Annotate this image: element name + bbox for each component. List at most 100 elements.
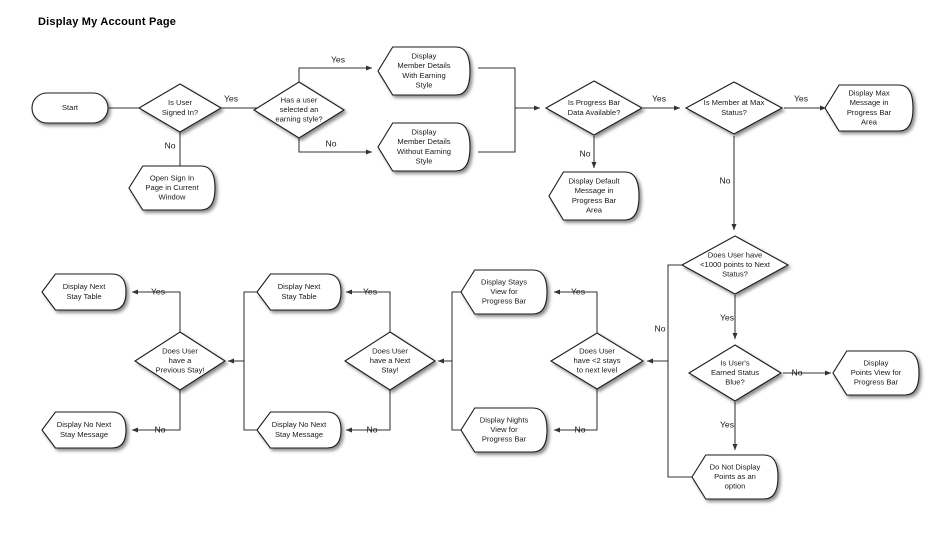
node-shape-diamond[interactable] [343,331,437,391]
node-label: selected an [280,105,319,114]
node-shape-diamond[interactable] [252,81,346,139]
node-label: Progress Bar [482,297,527,306]
node-shape-display[interactable] [41,411,127,449]
edge-path [243,291,261,361]
edge-label: Yes [224,93,238,103]
node-start[interactable]: Start [31,92,109,124]
node-shape-diamond[interactable] [133,331,227,391]
edge-label: Yes [331,54,345,64]
node-label: Signed In? [162,108,198,117]
node-label: Stay Table [281,292,316,301]
node-label: Display Next [278,282,322,291]
node-label: Start [62,103,79,112]
node-shape-diamond[interactable] [687,344,783,402]
edge-e-points-yes: Yes [720,295,738,340]
edge-path [243,361,261,431]
node-label: Area [861,117,878,126]
node-label: Points View for [851,368,902,377]
edge-path [345,289,391,333]
node-shape-diamond[interactable] [137,83,223,133]
node-label: Does User [162,346,198,355]
edge-label: No [792,367,803,377]
edge-e-prevstay-no: No [131,390,181,434]
edge-label: Yes [151,286,165,296]
edge-e-progress-yes: Yes [643,93,681,111]
node-label: have a [169,356,193,365]
node-label: Stay Message [275,430,323,439]
node-points-to-next[interactable]: Does User have<1000 points to NextStatus… [680,235,790,295]
node-shape-display[interactable] [460,407,548,453]
node-label: With Earning [402,71,445,80]
node-shape-display[interactable] [41,273,127,311]
node-label: to next level [577,366,618,375]
node-shape-diamond[interactable] [544,80,644,136]
node-shape-display[interactable] [460,269,548,315]
node-shape-diamond[interactable] [549,332,645,390]
edge-label: No [326,138,337,148]
edge-path [131,289,181,333]
edge-e-max-yes: Yes [784,93,827,111]
node-shape-display[interactable] [256,411,342,449]
node-label: Area [586,205,603,214]
node-label: have <2 stays [573,356,620,365]
node-shape-display[interactable] [377,46,471,96]
node-shape-display[interactable] [377,122,471,172]
node-label: Without Earning [397,147,451,156]
node-label: Member Details [397,137,450,146]
node-shape-diamond[interactable] [680,235,790,295]
node-label: View for [490,425,518,434]
node-label: Style [416,80,433,89]
edge-label: Yes [571,286,585,296]
node-shape-display[interactable] [691,454,779,500]
node-shape-display[interactable] [128,165,216,211]
node-label: Stay! [381,366,398,375]
node-label: Progress Bar [482,435,527,444]
node-shape-display[interactable] [548,171,640,221]
node-shape-diamond[interactable] [684,81,784,135]
node-shape-display[interactable] [824,84,914,132]
node-label: Display No Next [57,420,112,429]
edge-label: No [155,424,166,434]
node-label: Open Sign In [150,173,194,182]
node-label: have a Next [370,356,411,365]
node-label: option [725,482,746,491]
edge-label: Yes [794,93,808,103]
node-label: Display Max [848,89,890,98]
node-label: Do Not Display [710,462,761,471]
node-shape-display[interactable] [256,273,342,311]
edge-path [667,264,682,361]
node-shape-terminator[interactable] [31,92,109,124]
node-label: Data Available? [568,108,621,117]
node-shape-display[interactable] [832,350,920,396]
node-label: Points as an [714,472,756,481]
node-label: Is User's [720,358,749,367]
edge-e-with-merge [478,67,516,108]
edge-path [298,138,373,155]
node-label: Does User [579,346,615,355]
edge-e-staysview-left [451,291,464,361]
